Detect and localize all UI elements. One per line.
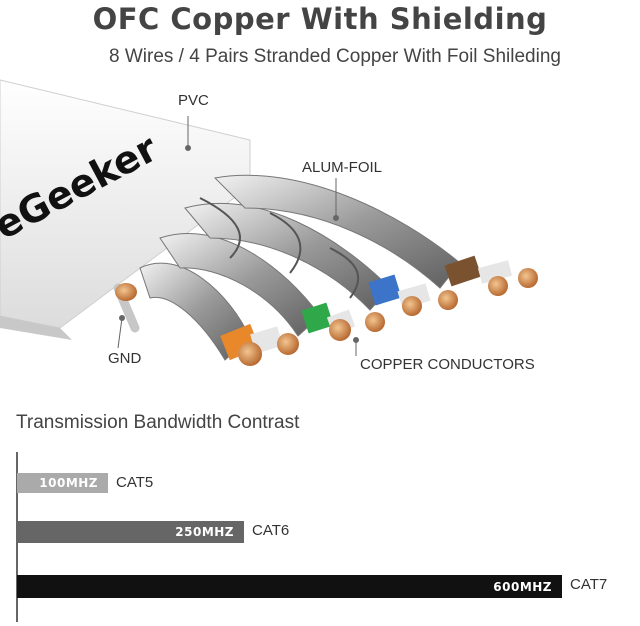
page-subtitle: 8 Wires / 4 Pairs Stranded Copper With F… [109,46,561,67]
brown-conductor [444,255,538,296]
orange-conductor [220,323,299,366]
bar-category-cat6: CAT6 [252,522,290,539]
blue-conductor [368,274,458,316]
pvc-label: PVC [178,92,209,109]
bar-category-cat5: CAT5 [116,474,154,491]
bar-cat5: 100MHZ [17,473,108,493]
foil-pairs [139,174,461,361]
bar-value-label: 100MHZ [39,476,98,490]
gnd-label: GND [108,350,142,367]
alum-foil-label: ALUM-FOIL [302,159,383,176]
leader-lines [117,116,359,356]
green-conductor [301,302,385,341]
bar-value-label: 600MHZ [493,579,552,594]
gnd-drain-wire [113,283,140,333]
bar-cat6: 250MHZ [17,521,244,543]
bar-cat7: 600MHZ [17,575,562,598]
bandwidth-title: Transmission Bandwidth Contrast [16,412,300,433]
cable-illustration: eGeeker [0,79,538,366]
bar-value-label: 250MHZ [175,525,234,539]
page-title: OFC Copper With Shielding [92,2,548,36]
copper-conductors-label: COPPER CONDUCTORS [360,356,535,373]
bar-category-cat7: CAT7 [570,576,608,593]
